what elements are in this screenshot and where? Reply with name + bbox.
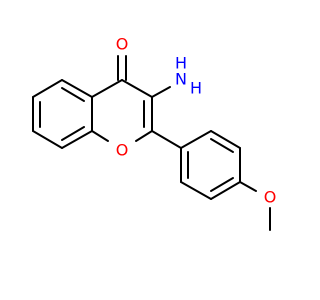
structure-canvas: O O O N H H <box>32 35 277 231</box>
amine-nitrogen-label: N <box>175 70 187 89</box>
methoxyphenyl-ring <box>151 130 271 231</box>
amine-hydrogen-right-label: H <box>190 79 202 98</box>
molecule-drawing: O O O N H H <box>32 35 277 231</box>
pyranone-ring <box>91 55 171 142</box>
methoxy-oxygen-label: O <box>264 188 277 207</box>
amine-hydrogen-top-label: H <box>175 54 187 73</box>
benzo-ring <box>32 79 93 149</box>
ring-oxygen-label: O <box>116 141 129 160</box>
carbonyl-oxygen-label: O <box>116 35 129 54</box>
